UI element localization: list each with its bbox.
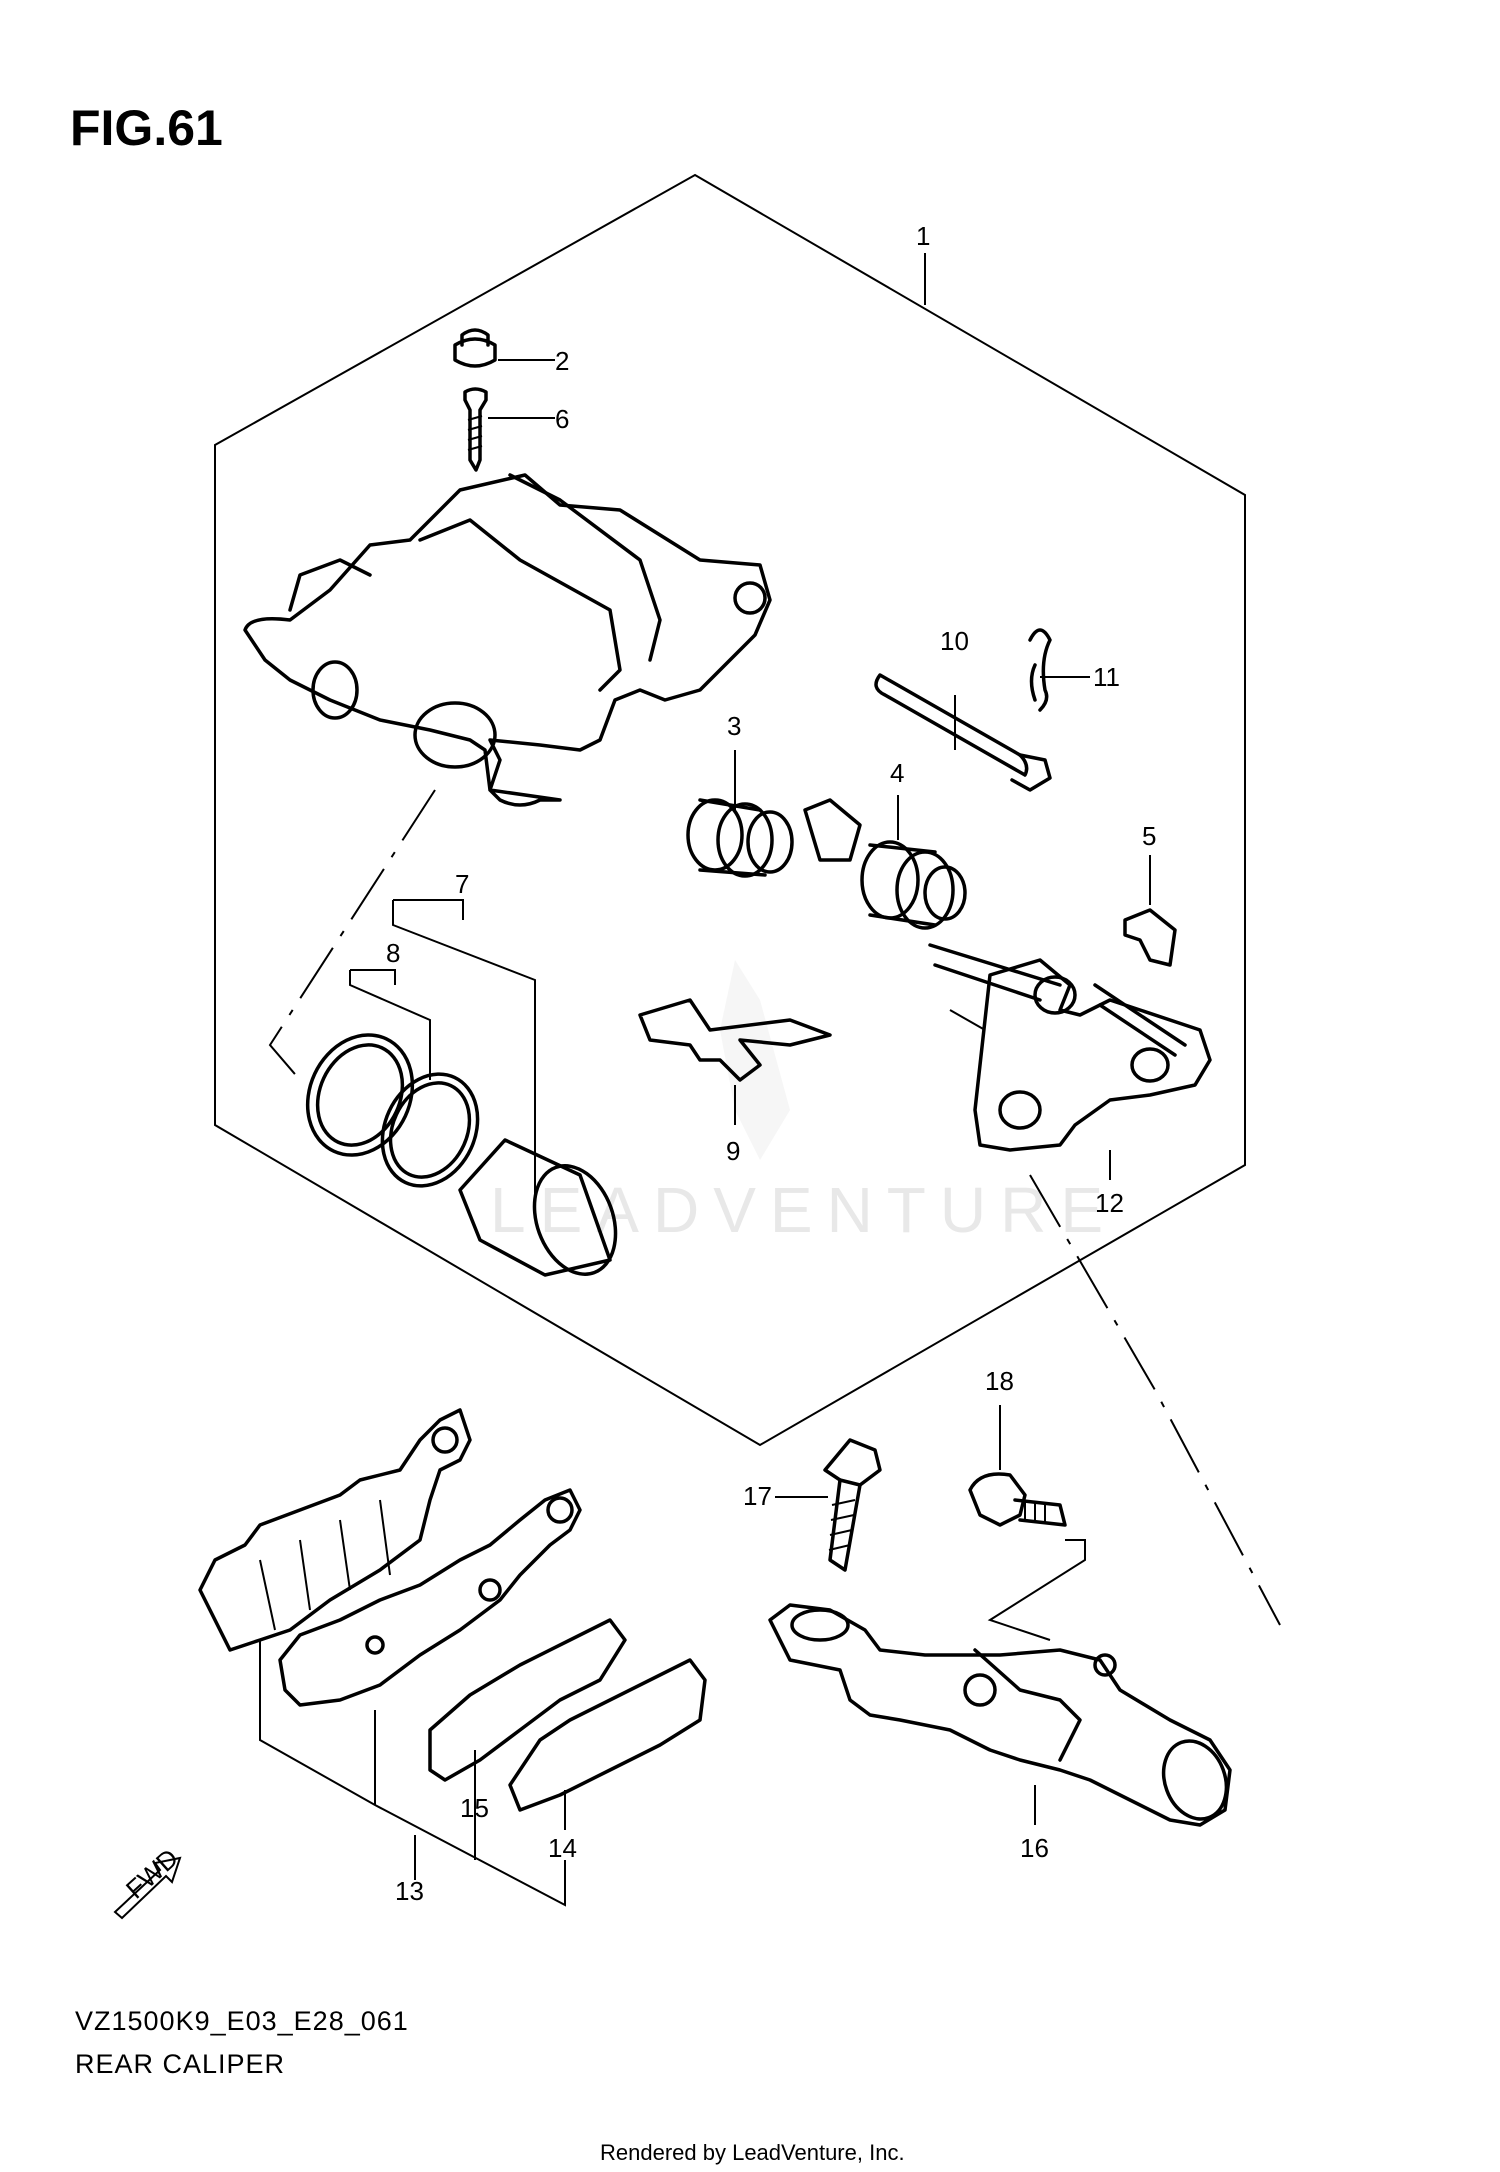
callout-9: 9: [726, 1136, 740, 1166]
slide-boot: [803, 798, 967, 930]
leader-lines: [259, 253, 1151, 1907]
clip: [1123, 908, 1177, 967]
pad-pin: [874, 673, 1052, 792]
callout-14: 14: [548, 1833, 577, 1863]
reference-code: VZ1500K9_E03_E28_061: [75, 2006, 409, 2036]
caliper-body: [243, 473, 772, 807]
dust-seal: [380, 1072, 480, 1188]
brake-pad-outer: [198, 1408, 472, 1652]
pin-boot: [686, 798, 794, 878]
pin-clip: [1028, 628, 1052, 712]
callout-13: 13: [395, 1876, 424, 1906]
callout-11: 11: [1093, 662, 1120, 692]
callout-4: 4: [890, 758, 904, 788]
forward-arrow-icon: FWD: [113, 1843, 184, 1920]
bolt-short: [968, 1472, 1067, 1527]
pad-shim-a: [428, 1618, 627, 1782]
bleeder-valve: [463, 387, 488, 472]
footer-credit: Rendered by LeadVenture, Inc.: [600, 2140, 905, 2165]
piston: [458, 1138, 618, 1277]
bleeder-cap: [453, 328, 497, 368]
assembly-outline: [214, 173, 1246, 1447]
callout-labels: 1 2 3 4 5 6 7 8 9 10 11 12 13 14 15 16 1…: [386, 221, 1156, 1906]
reference-name: REAR CALIPER: [75, 2049, 285, 2079]
callout-12: 12: [1095, 1188, 1124, 1218]
bolt: [823, 1438, 882, 1572]
caliper-holder: [768, 1603, 1232, 1827]
callout-17: 17: [743, 1481, 772, 1511]
pad-shim-b: [508, 1658, 707, 1812]
assembly-line-piston: [268, 789, 436, 1081]
figure-title: FIG.61: [70, 100, 223, 156]
callout-7: 7: [455, 869, 469, 899]
brake-pad-inner: [278, 1488, 582, 1707]
callout-18: 18: [985, 1366, 1014, 1396]
assembly-line-bracket: [949, 1009, 986, 1031]
callout-1: 1: [916, 221, 930, 251]
callout-2: 2: [555, 346, 569, 376]
callout-16: 16: [1020, 1833, 1049, 1863]
callout-6: 6: [555, 404, 569, 434]
callout-10: 10: [940, 626, 969, 656]
callout-15: 15: [460, 1793, 489, 1823]
assembly-line-holder: [1029, 1174, 1281, 1626]
callout-3: 3: [727, 711, 741, 741]
pad-spring: [638, 998, 832, 1082]
callout-5: 5: [1142, 821, 1156, 851]
callout-8: 8: [386, 938, 400, 968]
caliper-bracket: [928, 943, 1212, 1152]
